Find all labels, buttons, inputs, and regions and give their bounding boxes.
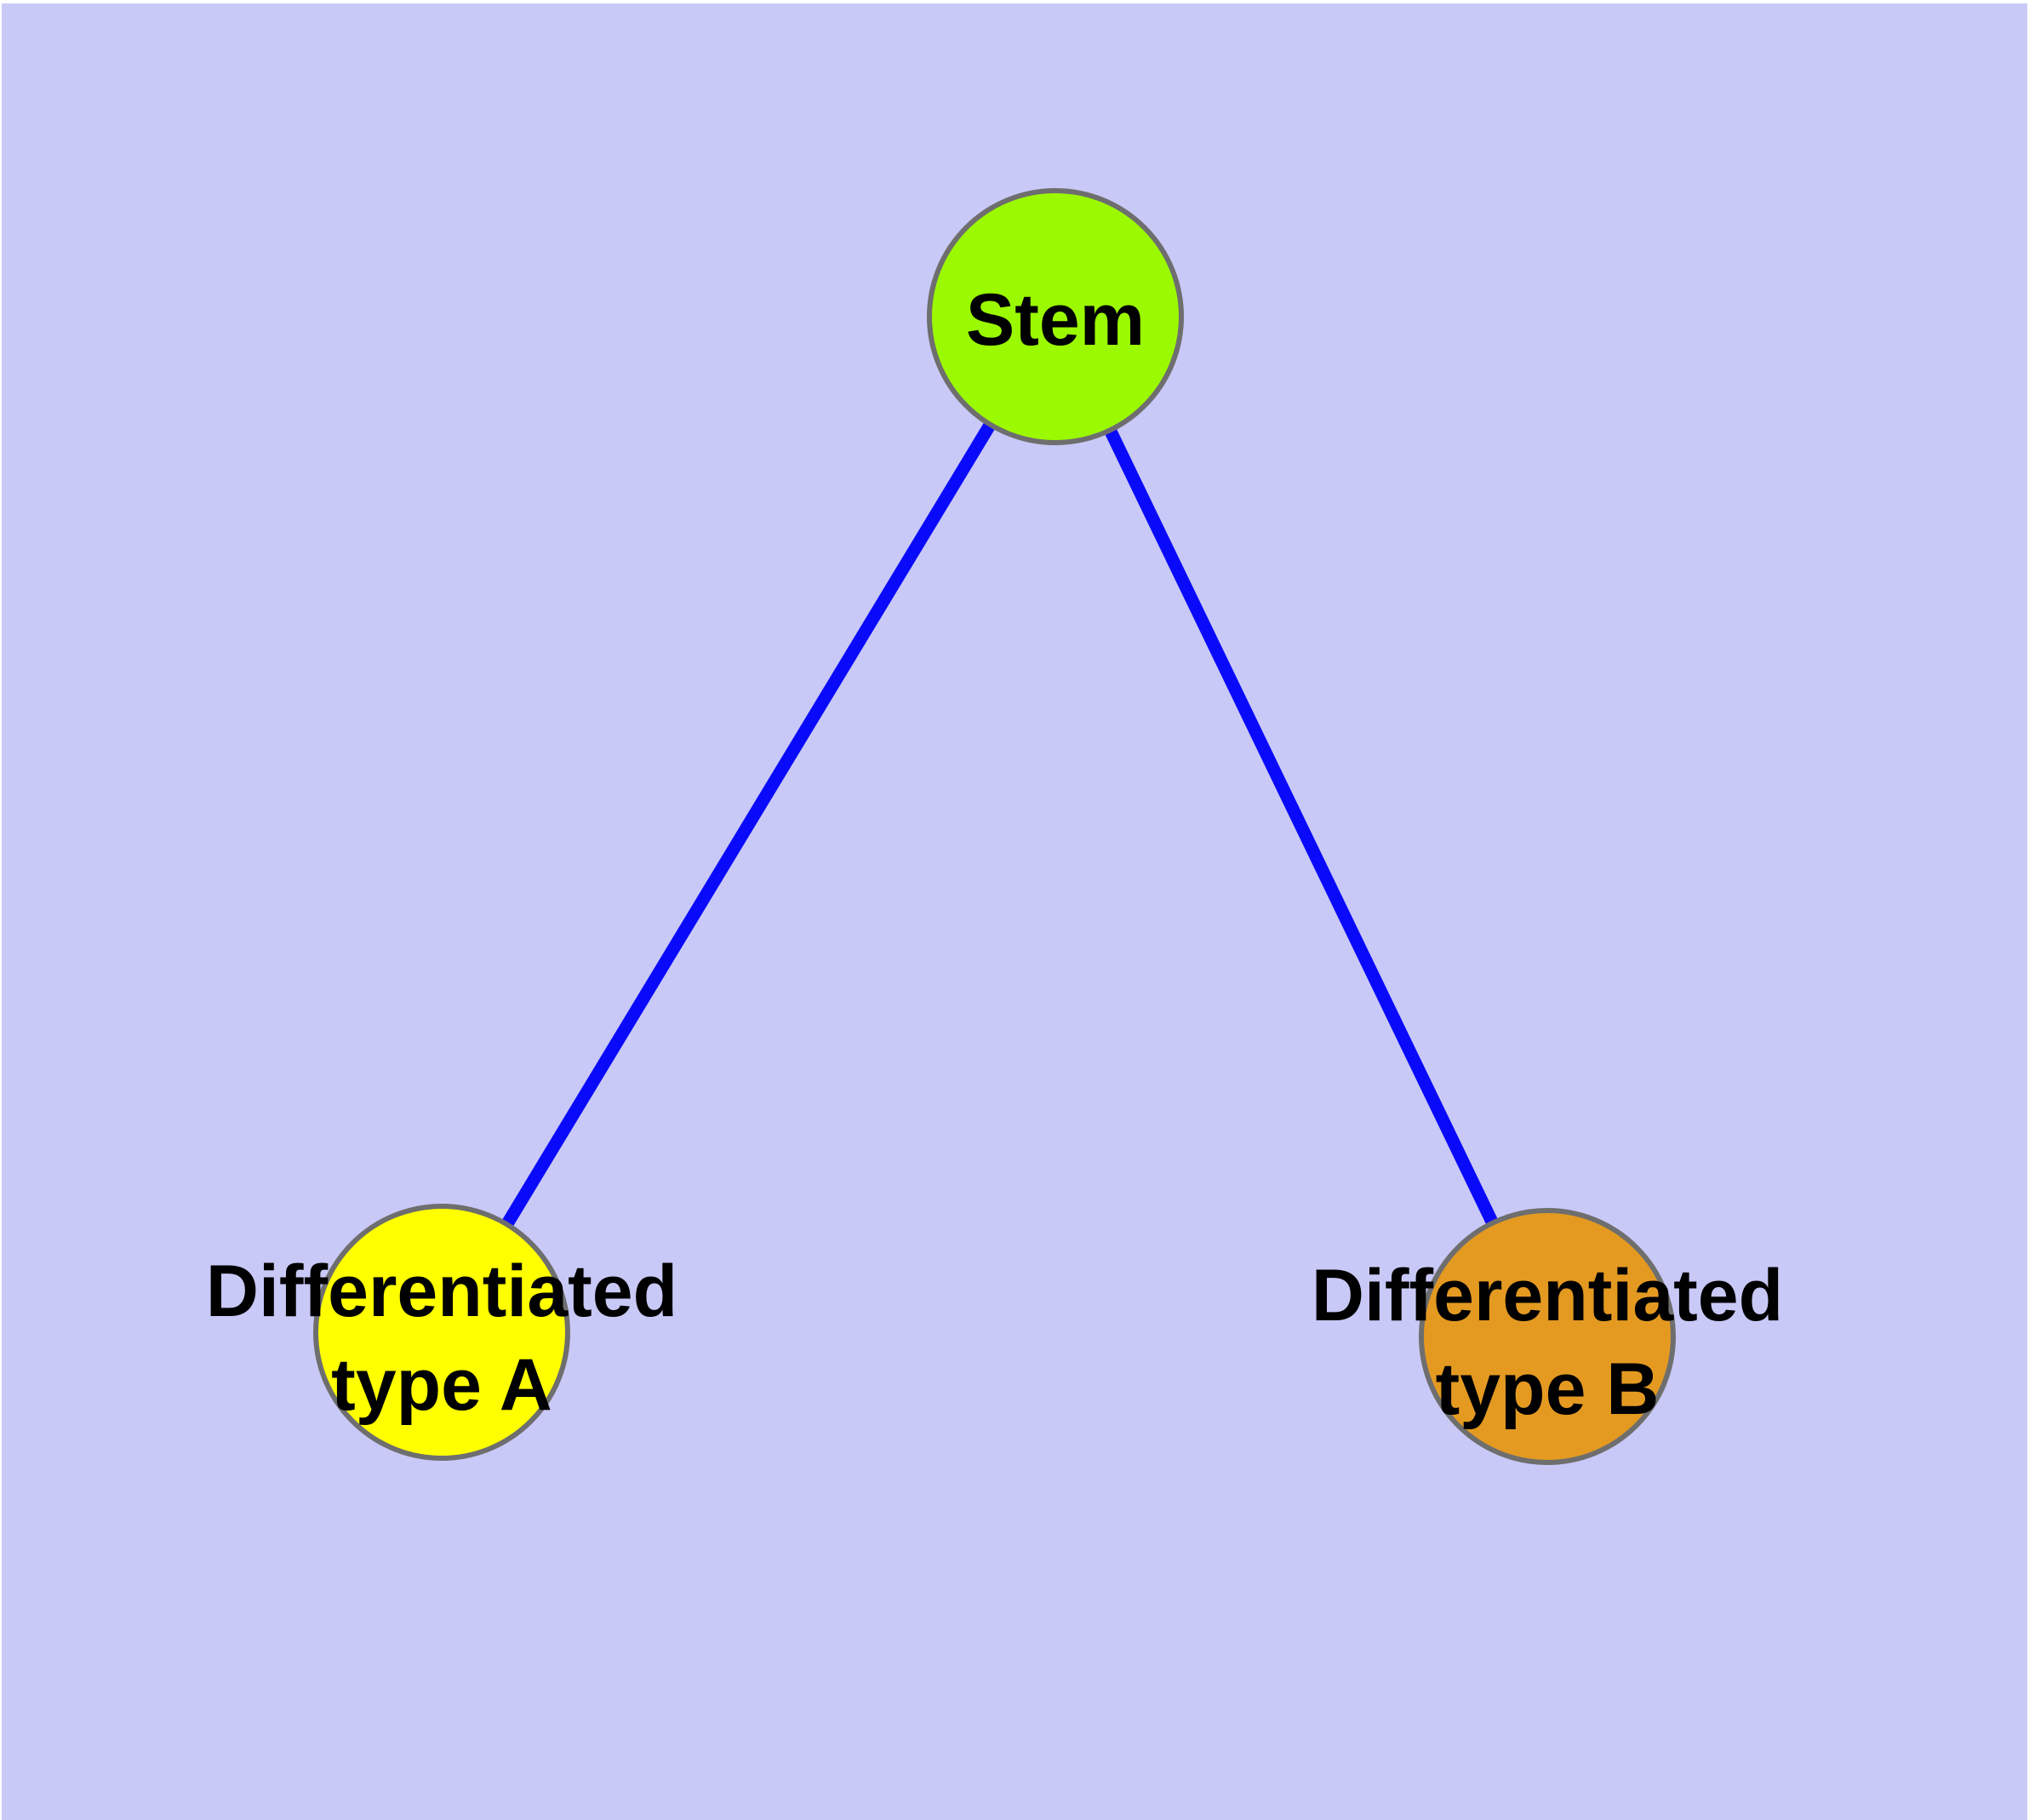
differentiated-type-a-node-circle (313, 1204, 570, 1461)
diagram-canvas: Stem Differentiated type A Differentiate… (2, 3, 2027, 1820)
type-b-label-line2: type B (1435, 1348, 1660, 1430)
differentiated-type-b-node-circle (1419, 1208, 1676, 1465)
edge-stem-to-type-a (436, 313, 1061, 1336)
edge-stem-to-type-b (1049, 313, 1553, 1340)
stem-node-circle (927, 188, 1184, 445)
stem-node-label-text: Stem (965, 279, 1146, 361)
stem-node-label: Stem (966, 273, 1145, 367)
type-a-label-line1: Differentiated (205, 1251, 678, 1332)
type-a-label-line2: type A (331, 1344, 552, 1426)
edges-layer (436, 313, 1553, 1340)
type-b-label-line1: Differentiated (1311, 1255, 1784, 1336)
differentiated-type-a-node-label: Differentiated type A (206, 1245, 677, 1432)
differentiated-type-b-node-label: Differentiated type B (1312, 1249, 1783, 1436)
